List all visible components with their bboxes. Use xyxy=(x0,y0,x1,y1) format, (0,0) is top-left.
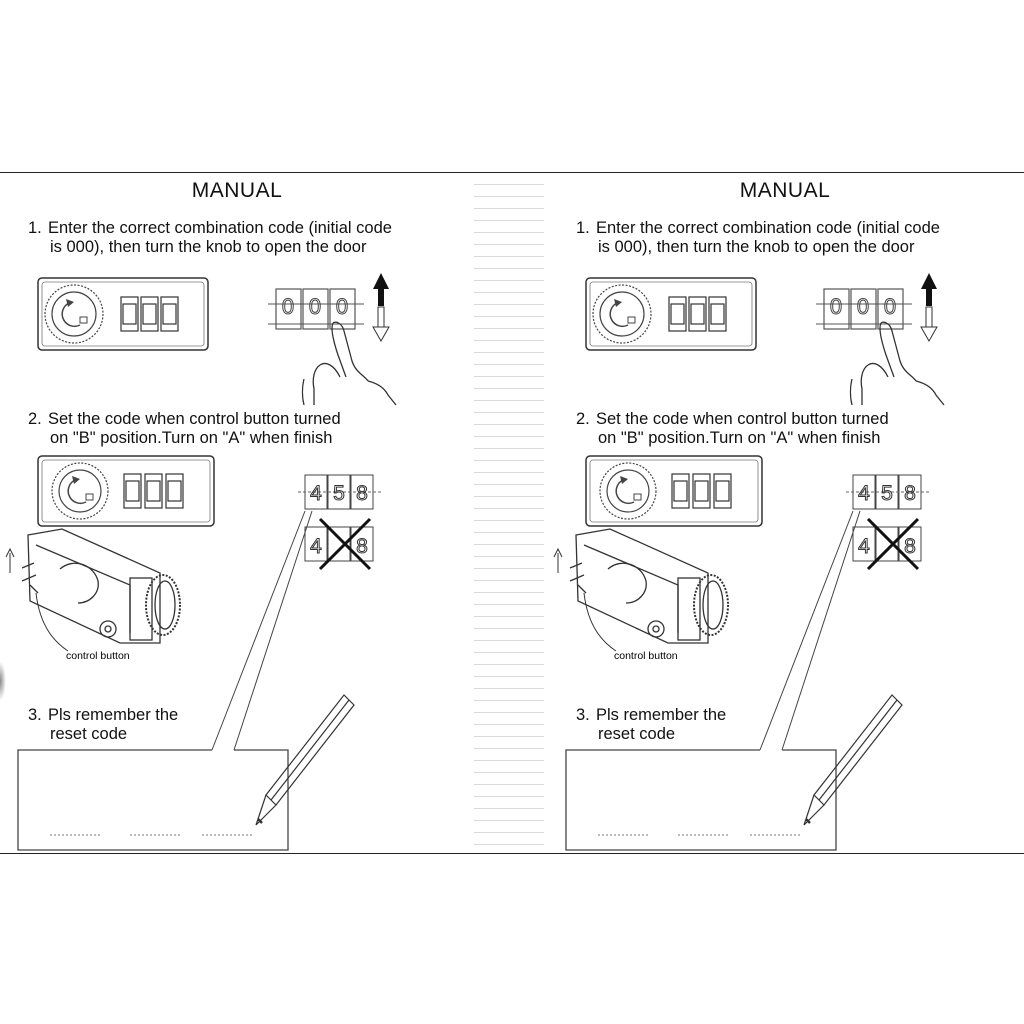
step-number: 1. xyxy=(28,219,42,237)
step-line: Pls remember the xyxy=(48,706,179,724)
guide-lines xyxy=(211,510,313,751)
step-1-text: 1. Enter the correct combination code (in… xyxy=(576,219,940,257)
dial-digit: 4 xyxy=(310,482,322,505)
arrow-up-icon xyxy=(373,273,389,306)
control-button-label: control button xyxy=(614,650,678,662)
dial-wheels-000: 0 0 0 xyxy=(268,288,364,330)
step-line: Enter the correct combination code (init… xyxy=(48,219,392,237)
dial-digit: 4 xyxy=(310,535,322,558)
arrow-down-icon xyxy=(372,306,390,343)
step-number: 3. xyxy=(28,706,42,724)
dial-digit: 4 xyxy=(858,535,870,558)
step-line: reset code xyxy=(50,725,128,743)
step-line: Pls remember the xyxy=(596,706,727,724)
step-2-text: 2. Set the code when control button turne… xyxy=(576,410,889,448)
dial-digit: 0 xyxy=(884,294,896,319)
manual-illustration: 0 0 0 xyxy=(5,273,397,851)
manual-page-left: MANUAL 1. Enter the correct combination c… xyxy=(0,173,474,853)
guide-lines xyxy=(759,510,861,751)
dial-digit: 8 xyxy=(356,482,368,505)
dial-digit: 0 xyxy=(309,294,321,319)
dial-wheels-000: 0 0 0 xyxy=(816,288,912,330)
dial-digit: 0 xyxy=(857,294,869,319)
dial-digit: 0 xyxy=(830,294,842,319)
step-1-text: 1. Enter the correct combination code (in… xyxy=(28,219,392,257)
dial-wheels-crossed: 4 8 xyxy=(852,517,922,571)
page-title: MANUAL xyxy=(191,179,283,202)
page-title: MANUAL xyxy=(739,179,831,202)
dial-digit: 0 xyxy=(336,294,348,319)
hand-illustration xyxy=(849,321,945,406)
center-gutter xyxy=(474,173,544,853)
dial-digit: 8 xyxy=(904,482,916,505)
arrow-down-icon xyxy=(920,306,938,343)
step-2-text: 2. Set the code when control button turne… xyxy=(28,410,341,448)
step-number: 3. xyxy=(576,706,590,724)
manual-illustration: 0 0 0 xyxy=(553,273,945,851)
arrow-up-icon xyxy=(921,273,937,306)
pencil-icon xyxy=(255,694,355,826)
lock-panel-illustration xyxy=(585,277,757,351)
step-line: Set the code when control button turned xyxy=(48,410,341,428)
hand-illustration xyxy=(301,321,397,406)
dial-digit: 5 xyxy=(881,482,893,505)
reset-code-box xyxy=(565,749,837,851)
page-edge-shadow xyxy=(0,661,6,701)
pencil-icon xyxy=(803,694,903,826)
lock-body-illustration xyxy=(553,528,729,652)
step-line: is 000), then turn the knob to open the … xyxy=(50,238,367,256)
step-line: Set the code when control button turned xyxy=(596,410,889,428)
step-number: 2. xyxy=(576,410,590,428)
lock-panel-illustration xyxy=(37,277,209,351)
dial-wheels-458: 4 5 8 xyxy=(846,474,930,510)
step-3-text: 3. Pls remember the reset code xyxy=(28,706,178,744)
dial-digit: 8 xyxy=(904,535,916,558)
manual-sheet: MANUAL 1. Enter the correct combination c… xyxy=(0,172,1024,854)
lock-panel-illustration xyxy=(37,455,215,527)
dial-digit: 4 xyxy=(858,482,870,505)
dial-wheels-crossed: 4 8 xyxy=(304,517,374,571)
dial-digit: 5 xyxy=(333,482,345,505)
cross-mark-icon xyxy=(318,517,372,571)
step-line: reset code xyxy=(598,725,676,743)
step-3-text: 3. Pls remember the reset code xyxy=(576,706,726,744)
cross-mark-icon xyxy=(866,517,920,571)
step-line: on "B" position.Turn on "A" when finish xyxy=(50,429,333,447)
reset-code-box xyxy=(17,749,289,851)
lock-panel-illustration xyxy=(585,455,763,527)
dial-digit: 0 xyxy=(282,294,294,319)
step-line: is 000), then turn the knob to open the … xyxy=(598,238,915,256)
step-line: Enter the correct combination code (init… xyxy=(596,219,940,237)
step-line: on "B" position.Turn on "A" when finish xyxy=(598,429,881,447)
control-button-label: control button xyxy=(66,650,130,662)
step-number: 2. xyxy=(28,410,42,428)
dial-wheels-458: 4 5 8 xyxy=(298,474,382,510)
lock-body-illustration xyxy=(5,528,181,652)
dial-digit: 8 xyxy=(356,535,368,558)
manual-page-right: MANUAL 1. Enter the correct combination c… xyxy=(548,173,1022,853)
step-number: 1. xyxy=(576,219,590,237)
